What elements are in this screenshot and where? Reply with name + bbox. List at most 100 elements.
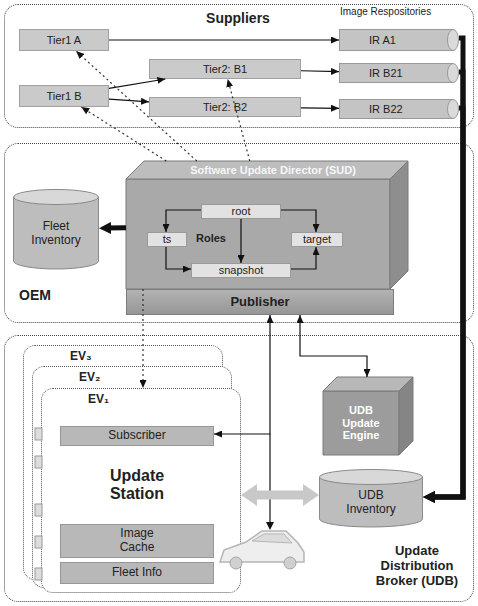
arrow-connector — [301, 107, 339, 109]
car-link-line — [269, 434, 270, 524]
node-label: IR B21 — [369, 67, 403, 80]
cylinder-end — [448, 30, 459, 51]
car-window — [252, 534, 292, 543]
process-box: Tier2: B1 — [149, 59, 301, 79]
cylinder-body — [340, 30, 454, 51]
arrow-connector — [301, 70, 339, 72]
arrow-connector — [109, 99, 149, 102]
node-label: target — [303, 233, 331, 246]
group-title: Update Distribution Broker (UDB) — [365, 544, 469, 589]
frame-tab — [35, 504, 42, 516]
thick-connector — [429, 38, 463, 497]
database-cylinder: UDB Inventory — [319, 469, 423, 527]
node-label: EV₁ — [88, 393, 148, 407]
arrow-connector — [166, 247, 191, 269]
group-frame: SuppliersTier1 ATier1 BTier2: B1Tier2: B… — [4, 4, 474, 128]
node-label: Update Station — [97, 467, 177, 504]
arrow-connector — [291, 247, 316, 269]
node-label: IR B22 — [369, 103, 403, 116]
cylinder-top — [320, 470, 423, 485]
group-frame: OEM Fleet Inventory Software Update Direct… — [4, 143, 474, 323]
block-top — [126, 161, 408, 179]
thick-connector — [429, 72, 463, 497]
car-illustration — [220, 531, 304, 569]
node-label: ts — [163, 233, 172, 246]
node-label: Fleet Inventory — [21, 220, 91, 248]
node-label: Tier2: B2 — [203, 101, 247, 114]
publisher-bar: Publisher — [126, 289, 394, 315]
role-box: snapshot — [191, 263, 291, 278]
thick-connector — [429, 108, 463, 497]
cylinder-end — [448, 64, 459, 83]
group-frame: Update Distribution Broker (UDB) EV₃ EV₂ EV… — [4, 335, 474, 602]
frame-tab — [35, 456, 42, 468]
group-title: OEM — [19, 287, 99, 303]
vehicle-frame: EV₁ SubscriberUpdate StationImage CacheFl… — [41, 388, 241, 593]
block-front — [126, 179, 390, 289]
database-cylinder: Fleet Inventory — [13, 189, 99, 269]
node-label: UDB Update Engine — [331, 404, 391, 442]
process-box: Tier1 B — [19, 85, 109, 107]
station-box: Update Station — [60, 450, 214, 520]
repository-cylinder: IR A1 — [339, 29, 459, 51]
arrow-connector — [166, 210, 201, 232]
node-label: Tier1 B — [46, 90, 81, 103]
dashed-connector — [228, 79, 250, 161]
node-label: UDB Inventory — [336, 489, 406, 517]
node-label: Tier1 A — [47, 34, 81, 47]
car-body — [220, 531, 304, 562]
role-box: root — [201, 204, 281, 219]
station-tabs — [35, 428, 42, 580]
node-label: root — [232, 205, 251, 218]
repository-cylinder: IR B22 — [339, 99, 459, 119]
thick-connector — [105, 225, 126, 230]
frame-tab — [35, 536, 42, 548]
server-block: UDB Update Engine — [323, 377, 413, 455]
node-label: EV₃ — [70, 350, 130, 364]
process-box: Tier1 A — [19, 29, 109, 51]
process-box: Tier2: B2 — [149, 97, 301, 117]
repository-cylinder: IR B21 — [339, 63, 459, 83]
dashed-connector — [76, 51, 197, 161]
cylinder-end — [448, 100, 459, 119]
node-label: EV₂ — [79, 371, 139, 385]
arrow-connector — [214, 315, 270, 434]
module-bar: Image Cache — [60, 524, 214, 558]
frame-tab — [35, 568, 42, 580]
node-label: Software Update Director (SUD) — [142, 164, 404, 177]
node-label: Image Cache — [107, 527, 167, 555]
car-wheel — [284, 557, 296, 569]
server-block: Software Update Director (SUD) root ts targ… — [126, 161, 408, 289]
node-label: Subscriber — [108, 429, 165, 443]
wide-connector — [251, 491, 309, 500]
block-side — [399, 377, 413, 455]
cylinder-body — [340, 100, 454, 119]
cylinder-body — [340, 64, 454, 83]
frame-tab — [35, 428, 42, 440]
cylinder-body — [14, 197, 99, 269]
arrow-connector — [109, 39, 339, 40]
role-box: target — [291, 232, 343, 247]
module-bar: Fleet Info — [60, 562, 214, 584]
block-front — [323, 391, 399, 455]
group-label: Roles — [196, 232, 226, 244]
dashed-connector — [142, 289, 143, 388]
car-wheel — [230, 557, 242, 569]
module-bar: Subscriber — [60, 426, 214, 446]
node-label: Tier2: B1 — [203, 63, 247, 76]
block-side — [390, 161, 408, 289]
node-label: snapshot — [219, 264, 264, 277]
node-label: Publisher — [230, 295, 289, 310]
arrow-connector — [240, 219, 241, 263]
heading-label: Image Respositories — [340, 6, 431, 17]
arrow-connector — [109, 79, 165, 88]
dashed-connector — [81, 107, 166, 161]
node-label: Fleet Info — [112, 566, 162, 580]
block-top — [323, 377, 413, 391]
arrow-connector — [300, 315, 367, 377]
cylinder-top — [14, 190, 99, 205]
car-link-head — [266, 522, 274, 530]
role-box: ts — [147, 232, 187, 247]
repository-cylinder-outline — [339, 29, 459, 51]
